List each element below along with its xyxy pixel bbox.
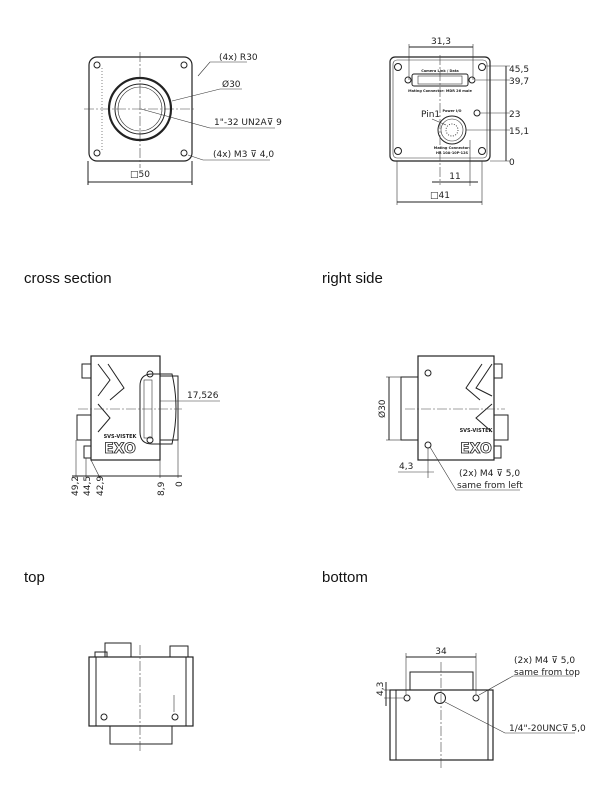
drawing-line — [394, 147, 402, 155]
depth-dim-5: 0 — [175, 481, 185, 487]
drawing-line — [100, 713, 108, 721]
height-dim-4: 15,1 — [509, 127, 529, 137]
view-label-right-side: right side — [322, 270, 383, 287]
drawing-line — [478, 675, 573, 696]
cross-section-view: SVS-VISTEK EXO 17,526 49,2 44,5 42,9 8,9… — [71, 355, 220, 496]
depth-dim-1: 49,2 — [71, 476, 81, 496]
pin1-label: Pin1 — [421, 110, 440, 120]
drawing-line — [431, 118, 447, 126]
drawing-line — [493, 363, 503, 379]
brand-text: SVS-VISTEK — [104, 434, 138, 440]
mating-connector-2a: Mating Connector: — [434, 146, 471, 150]
drawing-line — [139, 373, 177, 445]
drawing-line — [465, 363, 493, 433]
front-radius-dim: (4x) R30 — [219, 53, 258, 63]
drawing-line — [445, 123, 459, 137]
bottom-spacing-dim: 34 — [435, 647, 447, 657]
drawing-line — [107, 76, 173, 142]
drawing-line — [76, 414, 92, 441]
bottom-offset-dim: 4,3 — [376, 682, 386, 696]
front-holes-dim: (4x) M3 ⊽ 4,0 — [213, 150, 274, 160]
right-side-view: SVS-VISTEK EXO Ø30 4,3 (2x) M4 ⊽ 5,0 sam… — [377, 355, 523, 491]
drawing-line — [394, 63, 402, 71]
drawing-line — [140, 108, 275, 129]
drawing-line — [159, 375, 179, 441]
front-diameter-dim: Ø30 — [222, 79, 241, 90]
connector-spacing-dim: 31,3 — [431, 37, 451, 47]
drawing-line — [90, 459, 101, 479]
drawing-line — [104, 642, 132, 658]
drawing-line — [81, 363, 92, 379]
tripod-thread-dim: 1/4"-20UNC⊽ 5,0 — [509, 724, 586, 734]
drawing-line — [114, 83, 166, 135]
side-holes-line2: same from left — [457, 481, 523, 491]
height-dim-5: 0 — [509, 158, 515, 168]
power-label: Power I/O — [442, 109, 461, 113]
back-width-dim: □41 — [430, 191, 450, 201]
drawing-line — [493, 445, 502, 459]
front-thread-dim: 1"-32 UN2A⊽ 9 — [214, 118, 282, 128]
model-logo: EXO — [460, 441, 492, 457]
model-logo: EXO — [104, 441, 136, 457]
view-label-bottom: bottom — [322, 569, 368, 586]
drawing-line — [180, 61, 188, 69]
height-dim-2: 39,7 — [509, 77, 529, 87]
camera-link-label: Camera Link / Data — [421, 69, 459, 73]
drawing-line — [389, 689, 494, 761]
mating-connector-1: Mating Connector: MDR 26 male — [408, 89, 472, 93]
bottom-holes-line1: (2x) M4 ⊽ 5,0 — [514, 656, 575, 666]
drawing-line — [146, 370, 154, 378]
drawing-line — [146, 436, 154, 444]
bottom-holes-line2: same from top — [514, 668, 580, 678]
depth-dim-4: 8,9 — [157, 481, 167, 496]
drawing-line — [493, 414, 509, 441]
drawing-line — [171, 713, 179, 721]
drawing-line — [400, 376, 419, 441]
drawing-line — [83, 445, 92, 459]
front-width-dim: □50 — [130, 170, 150, 180]
drawing-line — [180, 149, 188, 157]
top-view — [88, 642, 194, 752]
drawing-line — [93, 149, 101, 157]
drawing-line — [478, 63, 486, 71]
depth-dim-2: 44,5 — [83, 476, 93, 496]
height-dim-1: 45,5 — [509, 65, 529, 75]
drawing-line — [97, 363, 125, 433]
bottom-view: 34 4,3 (2x) M4 ⊽ 5,0 same from top 1/4"-… — [376, 647, 586, 770]
view-label-top: top — [24, 569, 45, 586]
mating-connector-2b: HR 10A-10P-12S — [436, 151, 469, 155]
drawing-line — [429, 446, 520, 491]
drawing-line — [478, 147, 486, 155]
drawing-line — [404, 76, 412, 84]
drawing-line — [117, 86, 163, 132]
brand-text: SVS-VISTEK — [460, 428, 494, 434]
drawing-line — [434, 692, 446, 704]
mount-hole-icons — [93, 61, 188, 157]
drawing-line — [424, 369, 432, 377]
back-view: Camera Link / Data Mating Connector: MDR… — [389, 37, 529, 205]
height-dim-3: 23 — [509, 110, 520, 120]
front-view: □50 (4x) R30 Ø30 1"-32 UN2A⊽ 9 (4x) M3 ⊽… — [84, 52, 282, 185]
drawing-line — [197, 61, 247, 77]
flange-distance-dim: 17,526 — [187, 391, 219, 401]
side-offset-dim: 4,3 — [399, 462, 413, 472]
drawing-line — [93, 61, 101, 69]
view-label-cross-section: cross section — [24, 270, 112, 287]
drawing-line — [171, 88, 242, 102]
drawing-line — [169, 645, 189, 658]
drawing-line — [187, 154, 270, 161]
drawing-line — [444, 701, 575, 734]
drawing-line — [409, 671, 474, 691]
side-holes-line1: (2x) M4 ⊽ 5,0 — [459, 469, 520, 479]
lens-diameter-dim: Ø30 — [377, 399, 388, 418]
drawing-line — [468, 76, 476, 84]
drawing-line — [440, 118, 464, 142]
depth-dim-3: 42,9 — [96, 476, 106, 496]
pin-offset-dim: 11 — [449, 172, 460, 182]
drawing-line — [109, 725, 173, 745]
